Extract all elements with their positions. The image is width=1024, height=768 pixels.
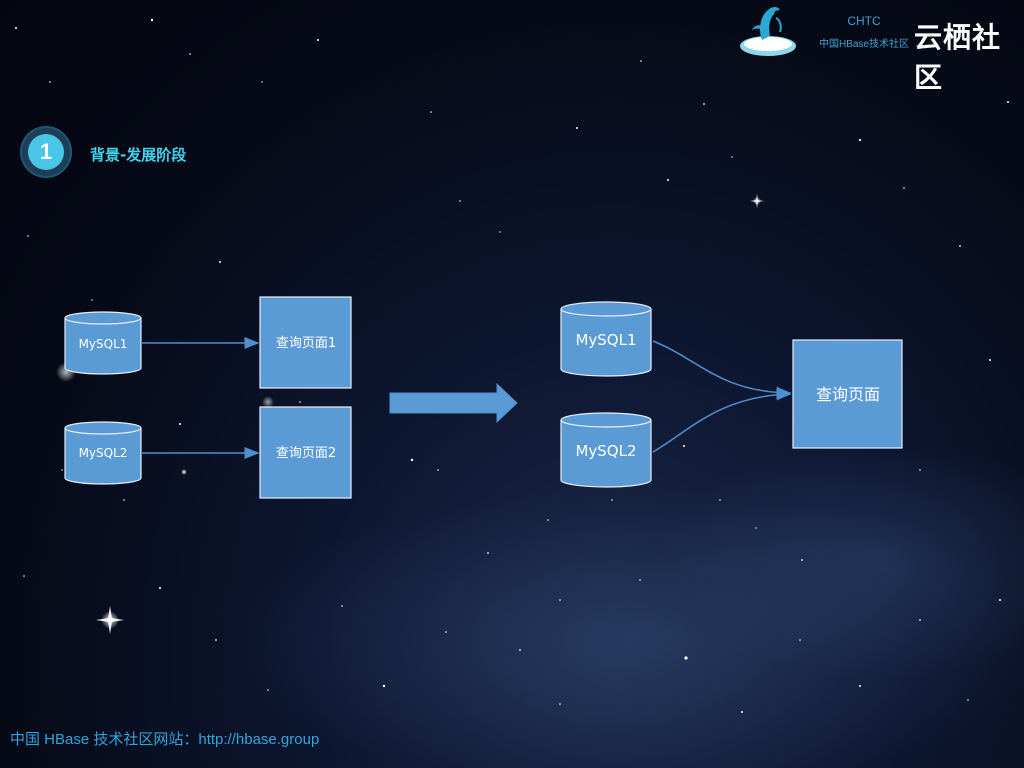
after-query-page-box: 查询页面 [792,339,903,449]
after-query-page-label: 查询页面 [816,385,880,404]
footer-website-link[interactable]: 中国 HBase 技术社区网站：http://hbase.group [10,731,320,748]
after-connector-1 [652,340,792,399]
section-number-badge: 1 [20,126,72,178]
before-mysql1-database: MySQL1 [64,311,142,375]
after-mysql2-label: MySQL2 [575,442,636,460]
before-mysql2-database: MySQL2 [64,421,142,485]
after-mysql2-database: MySQL2 [560,412,652,488]
after-connector-2 [652,388,792,453]
section-title: 背景-发展阶段 [90,146,187,164]
after-mysql1-label: MySQL1 [575,331,636,349]
before-mysql1-label: MySQL1 [79,337,128,351]
before-mysql2-label: MySQL2 [79,446,128,460]
before-query-page-2-label: 查询页面2 [276,446,336,461]
before-query-page-1-box: 查询页面1 [259,296,352,389]
transition-arrow [389,382,518,424]
after-mysql1-database: MySQL1 [560,301,652,377]
chtc-sub-label: 中国HBase技术社区 [818,39,909,50]
section-number: 1 [28,134,64,170]
chtc-dolphin-icon [740,7,796,56]
brand-logo-text: 云栖社区 [914,21,1002,94]
before-query-page-1-label: 查询页面1 [276,336,336,351]
chtc-label: CHTC [847,14,881,28]
before-query-page-2-box: 查询页面2 [259,406,352,499]
header-logo-area: CHTC 中国HBase技术社区 云栖社区 [738,4,1024,94]
